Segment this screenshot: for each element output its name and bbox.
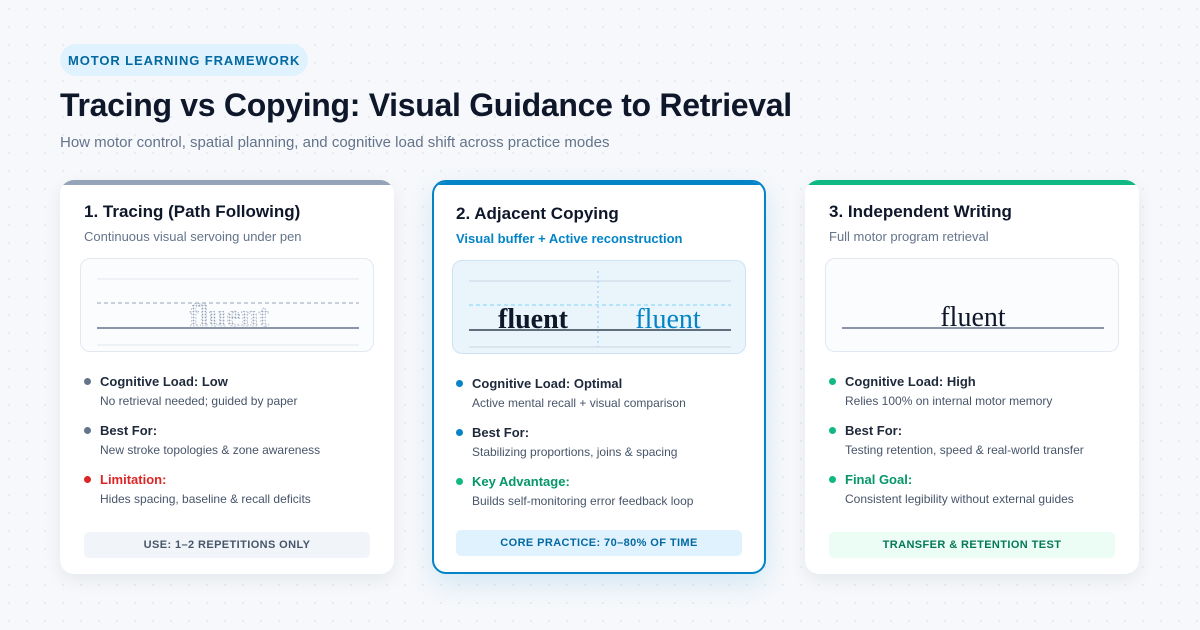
list-item: Best For: Stabilizing proportions, joins…	[456, 424, 693, 473]
bullet-icon	[829, 476, 836, 483]
copying-demo-graphic: fluent fluent	[469, 271, 731, 348]
bullet-icon	[829, 427, 836, 434]
usage-badge: CORE PRACTICE: 70–80% OF TIME	[456, 530, 742, 556]
card-accent-bar	[805, 180, 1139, 185]
list-item: Cognitive Load: Optimal Active mental re…	[456, 375, 693, 424]
bullet-icon	[84, 427, 91, 434]
independent-demo: fluent	[825, 258, 1119, 352]
item-desc: Consistent legibility without external g…	[845, 492, 1074, 506]
item-label: Best For:	[100, 423, 158, 438]
item-label: Limitation:	[100, 472, 167, 487]
card-adjacent-copying: 2. Adjacent Copying Visual buffer + Acti…	[432, 180, 766, 574]
list-item: Key Advantage: Builds self-monitoring er…	[456, 473, 693, 522]
bullet-icon	[456, 429, 463, 436]
item-label: Cognitive Load: Low	[100, 374, 228, 389]
list-item: Final Goal: Consistent legibility withou…	[829, 471, 1084, 520]
card-subtitle: Full motor program retrieval	[829, 229, 989, 244]
list-item: Limitation: Hides spacing, baseline & re…	[84, 471, 320, 520]
card-accent-bar	[434, 182, 764, 185]
bullet-icon	[456, 478, 463, 485]
item-desc: Active mental recall + visual comparison	[472, 396, 686, 410]
card-items: Cognitive Load: Optimal Active mental re…	[456, 375, 693, 522]
item-desc: Builds self-monitoring error feedback lo…	[472, 494, 694, 508]
card-title: 1. Tracing (Path Following)	[84, 202, 301, 221]
item-label: Best For:	[845, 423, 903, 438]
usage-badge: TRANSFER & RETENTION TEST	[829, 532, 1115, 558]
item-desc: New stroke topologies & zone awareness	[100, 443, 321, 457]
independent-word: fluent	[940, 302, 1006, 333]
card-title: 3. Independent Writing	[829, 202, 1012, 221]
bullet-icon	[84, 378, 91, 385]
list-item: Best For: Testing retention, speed & rea…	[829, 422, 1084, 471]
item-desc: Hides spacing, baseline & recall deficit…	[100, 492, 311, 506]
item-desc: No retrieval needed; guided by paper	[100, 394, 298, 408]
model-word: fluent	[498, 304, 569, 335]
list-item: Cognitive Load: High Relies 100% on inte…	[829, 373, 1084, 422]
page-subtitle: How motor control, spatial planning, and…	[60, 134, 610, 151]
item-label: Best For:	[472, 425, 530, 440]
item-desc: Testing retention, speed & real-world tr…	[845, 443, 1084, 457]
card-title: 2. Adjacent Copying	[456, 204, 619, 223]
card-subtitle: Continuous visual servoing under pen	[84, 229, 302, 244]
item-desc: Relies 100% on internal motor memory	[845, 394, 1053, 408]
card-items: Cognitive Load: High Relies 100% on inte…	[829, 373, 1084, 520]
list-item: Best For: New stroke topologies & zone a…	[84, 422, 320, 471]
bullet-icon	[84, 476, 91, 483]
item-desc: Stabilizing proportions, joins & spacing	[472, 445, 678, 459]
tracing-demo: fluent	[80, 258, 374, 352]
dotted-trace-word: fluent	[189, 297, 269, 333]
bullet-icon	[456, 380, 463, 387]
item-label: Key Advantage:	[472, 474, 570, 489]
bullet-icon	[829, 378, 836, 385]
framework-tag: MOTOR LEARNING FRAMEWORK	[60, 44, 309, 76]
tracing-demo-graphic: fluent	[97, 278, 359, 346]
card-items: Cognitive Load: Low No retrieval needed;…	[84, 373, 320, 520]
list-item: Cognitive Load: Low No retrieval needed;…	[84, 373, 320, 422]
copy-word: fluent	[635, 304, 701, 335]
item-label: Cognitive Load: Optimal	[472, 376, 623, 391]
card-tracing: 1. Tracing (Path Following) Continuous v…	[60, 180, 394, 574]
item-label: Final Goal:	[845, 472, 913, 487]
card-accent-bar	[60, 180, 394, 185]
independent-demo-graphic: fluent	[842, 302, 1104, 333]
card-independent-writing: 3. Independent Writing Full motor progra…	[805, 180, 1139, 574]
usage-badge: USE: 1–2 REPETITIONS ONLY	[84, 532, 370, 558]
item-label: Cognitive Load: High	[845, 374, 976, 389]
copying-demo: fluent fluent	[452, 260, 746, 354]
page-title: Tracing vs Copying: Visual Guidance to R…	[60, 87, 792, 123]
card-subtitle: Visual buffer + Active reconstruction	[456, 231, 683, 246]
